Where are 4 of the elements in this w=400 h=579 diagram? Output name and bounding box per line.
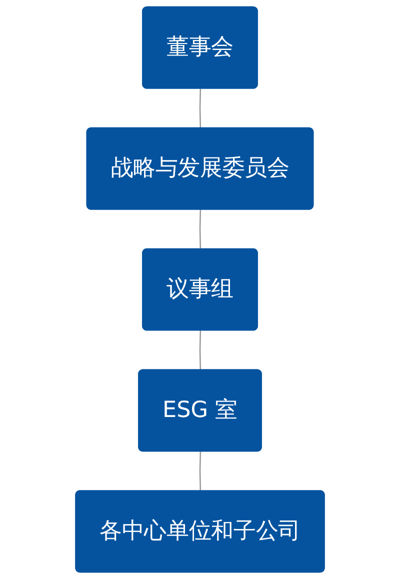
connector	[199, 452, 202, 492]
connector	[199, 330, 202, 370]
connector	[199, 88, 202, 128]
connector	[199, 210, 202, 250]
